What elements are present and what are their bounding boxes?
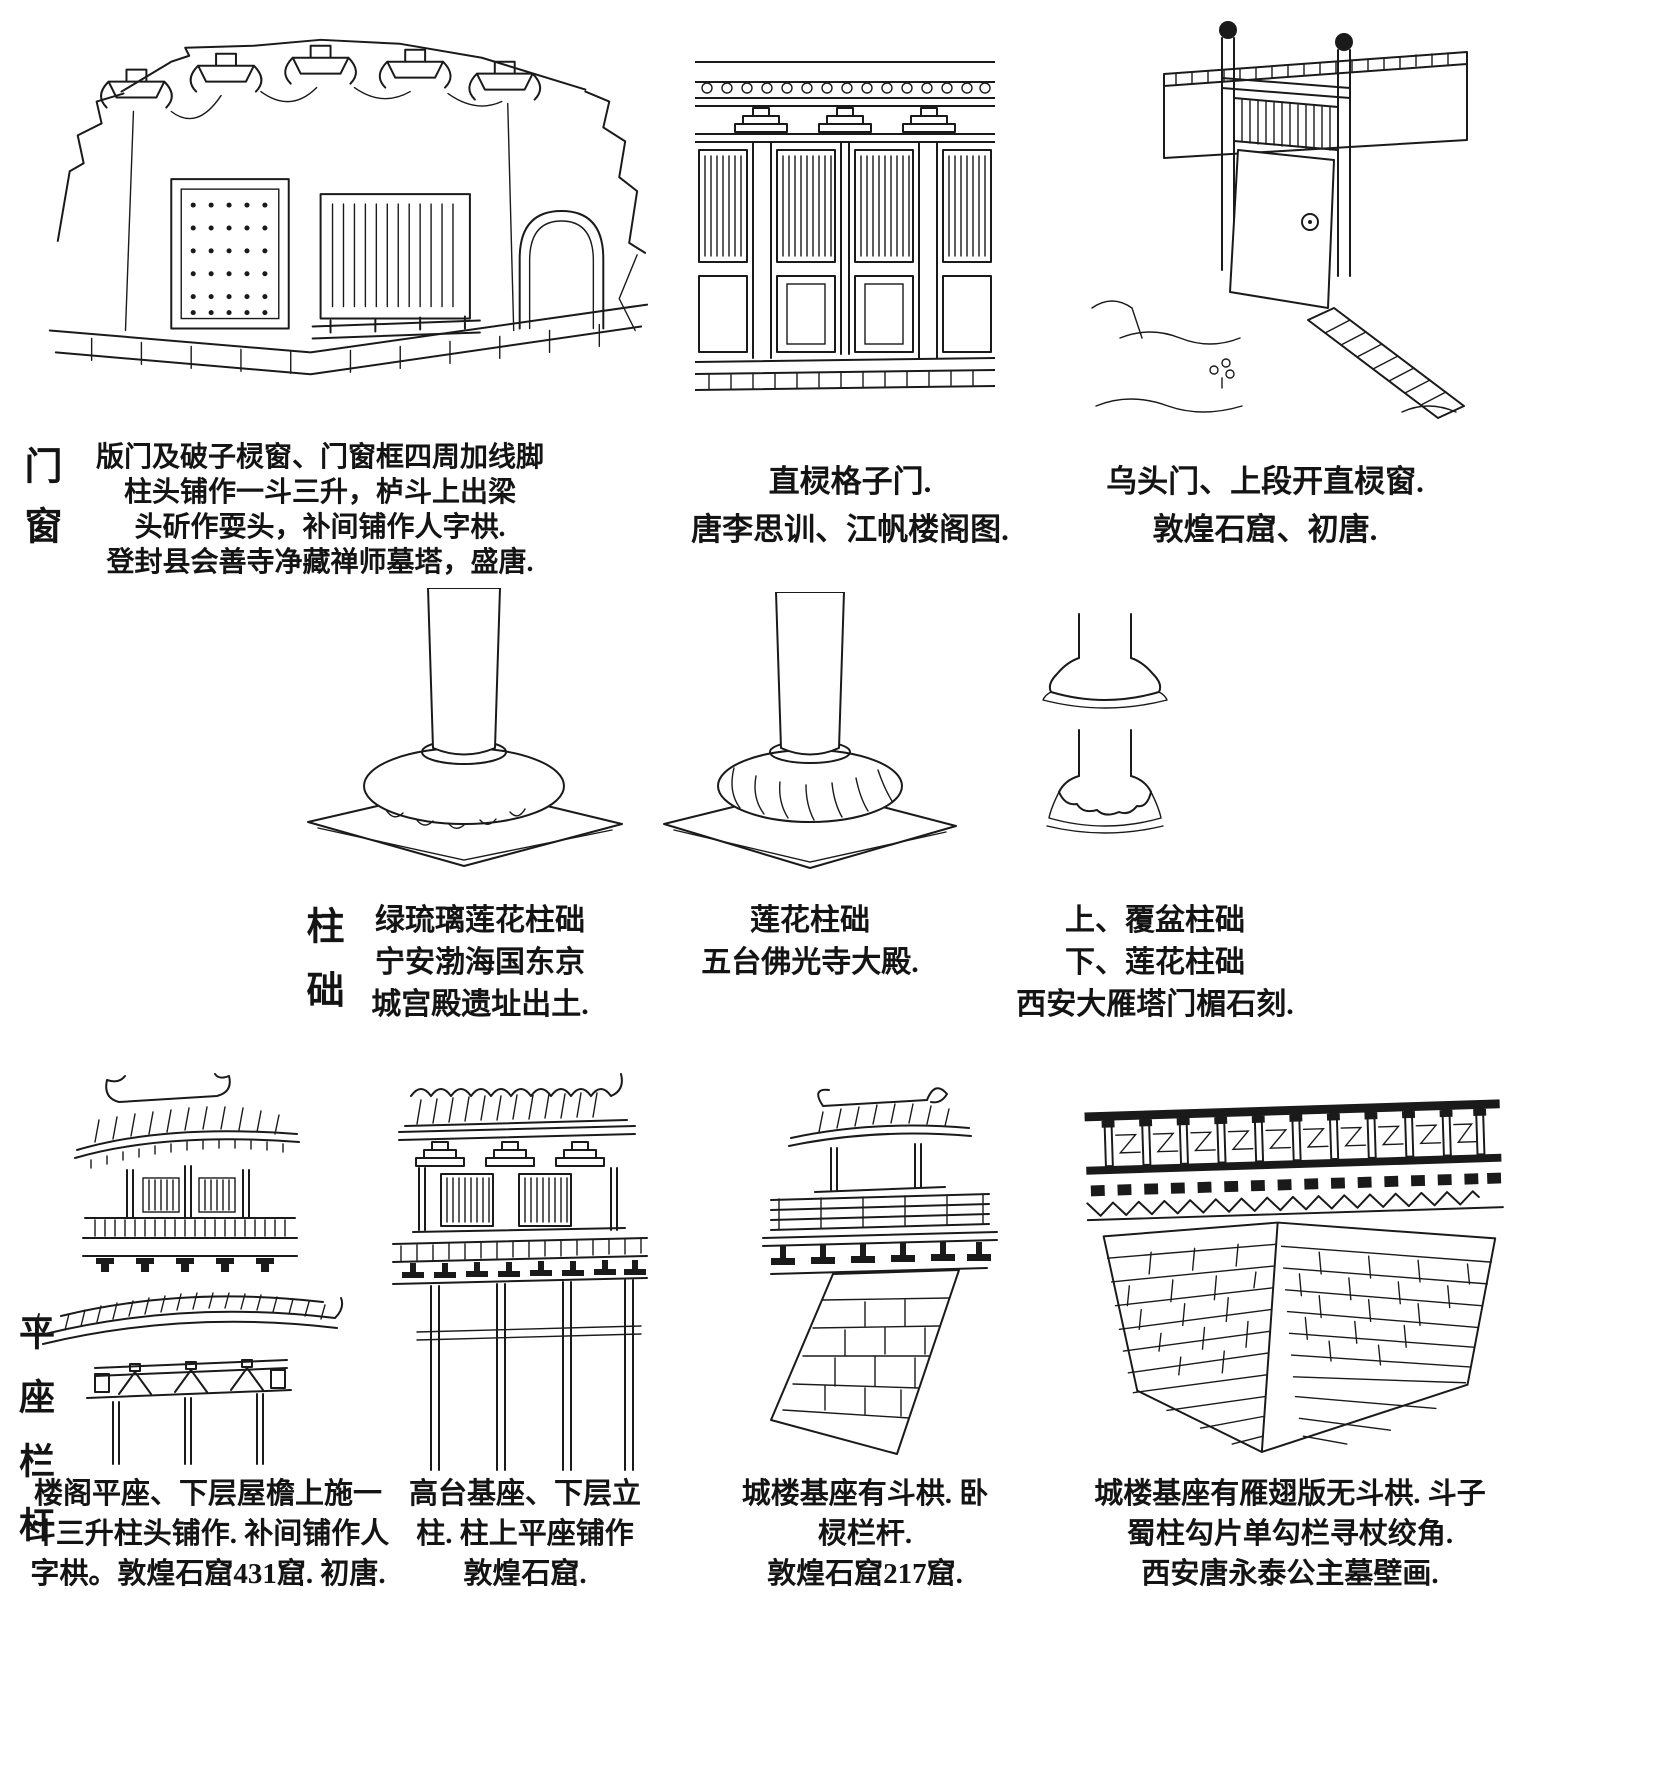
glazed-lotus-base-caption: 绿琉璃莲花柱础 宁安渤海国东京 城宫殿遗址出土.: [325, 900, 635, 1026]
caption-line: 柱头铺作一斗三升，栌斗上出梁: [123, 477, 516, 508]
tomb-pagoda-drawing: [18, 0, 663, 438]
high-platform-drawing: [385, 1072, 655, 1474]
caption-line: 登封县会善寺净藏禅师墓塔，盛唐.: [106, 547, 534, 578]
caption-line: 宁安渤海国东京: [375, 946, 585, 979]
caption-line: 乌头门、上段开直棂窗.: [1106, 464, 1424, 499]
caption-line: 西安唐永泰公主墓壁画.: [1141, 1558, 1439, 1590]
wutou-gate-caption: 乌头门、上段开直棂窗. 敦煌石窟、初唐.: [1055, 458, 1475, 554]
caption-line: 版门及破子棂窗、门窗框四周加线脚: [95, 442, 544, 473]
high-platform-caption: 高台基座、下层立 柱. 柱上平座铺作 敦煌石窟.: [400, 1474, 650, 1594]
fupen-lotus-bases-drawing: [1015, 612, 1200, 850]
caption-line: 下、莲花柱础: [1065, 946, 1245, 979]
brick-platform-balustrade-drawing: [1072, 1082, 1512, 1464]
glazed-lotus-base-drawing: [288, 588, 628, 884]
lattice-doors-caption: 直棂格子门. 唐李思训、江帆楼阁图.: [690, 458, 1010, 554]
citygate-bracket-platform-caption: 城楼基座有斗栱. 卧 棂栏杆. 敦煌石窟217窟.: [740, 1474, 990, 1594]
caption-line: 城楼基座有雁翅版无斗栱. 斗子: [1094, 1478, 1486, 1510]
caption-line: 绿琉璃莲花柱础: [375, 904, 585, 937]
caption-line: 敦煌石窟.: [463, 1558, 587, 1590]
caption-line: 五台佛光寺大殿.: [701, 946, 919, 979]
citygate-bracket-platform-drawing: [735, 1082, 1020, 1470]
caption-line: 楼阁平座、下层屋檐上施一: [33, 1478, 382, 1510]
caption-line: 敦煌石窟、初唐.: [1152, 512, 1378, 547]
caption-line: 西安大雁塔门楣石刻.: [1016, 988, 1294, 1021]
caption-line: 高台基座、下层立: [408, 1478, 641, 1510]
caption-line: 斗三升柱头铺作. 补间铺作人: [26, 1518, 390, 1550]
caption-line: 直棂格子门.: [768, 464, 932, 499]
section-label-column-bases: 柱础: [300, 906, 342, 1034]
lotus-base-caption: 莲花柱础 五台佛光寺大殿.: [650, 900, 970, 984]
fupen-lotus-bases-caption: 上、覆盆柱础 下、莲花柱础 西安大雁塔门楣石刻.: [985, 900, 1325, 1026]
caption-line: 上、覆盆柱础: [1065, 904, 1245, 937]
lotus-base-drawing: [650, 592, 960, 882]
caption-line: 唐李思训、江帆楼阁图.: [691, 512, 1009, 547]
caption-line: 莲花柱础: [750, 904, 870, 937]
caption-line: 头斫作耍头，补间铺作人字栱.: [134, 512, 506, 543]
caption-line: 敦煌石窟217窟.: [767, 1558, 963, 1590]
caption-line: 柱. 柱上平座铺作: [416, 1518, 634, 1550]
lattice-doors-drawing: [695, 52, 995, 404]
section-label-platform-balustrade: 平座栏杆: [14, 1314, 54, 1570]
caption-line: 棂栏杆.: [817, 1518, 913, 1550]
pavilion-platform-drawing: [35, 1072, 345, 1470]
caption-line: 城楼基座有斗栱. 卧: [741, 1478, 989, 1510]
section-label-doors-windows: 门窗: [18, 446, 60, 566]
caption-line: 城宫殿遗址出土.: [371, 988, 589, 1021]
wutou-gate-drawing: [1072, 8, 1472, 426]
pavilion-platform-caption: 楼阁平座、下层屋檐上施一 斗三升柱头铺作. 补间铺作人 字栱。敦煌石窟431窟.…: [18, 1474, 398, 1594]
caption-line: 蜀柱勾片单勾栏寻杖绞角.: [1126, 1518, 1454, 1550]
caption-line: 字栱。敦煌石窟431窟. 初唐.: [30, 1558, 386, 1590]
brick-platform-balustrade-caption: 城楼基座有雁翅版无斗栱. 斗子 蜀柱勾片单勾栏寻杖绞角. 西安唐永泰公主墓壁画.: [1075, 1474, 1505, 1594]
tomb-pagoda-caption: 版门及破子棂窗、门窗框四周加线脚 柱头铺作一斗三升，栌斗上出梁 头斫作耍头，补间…: [10, 440, 630, 580]
